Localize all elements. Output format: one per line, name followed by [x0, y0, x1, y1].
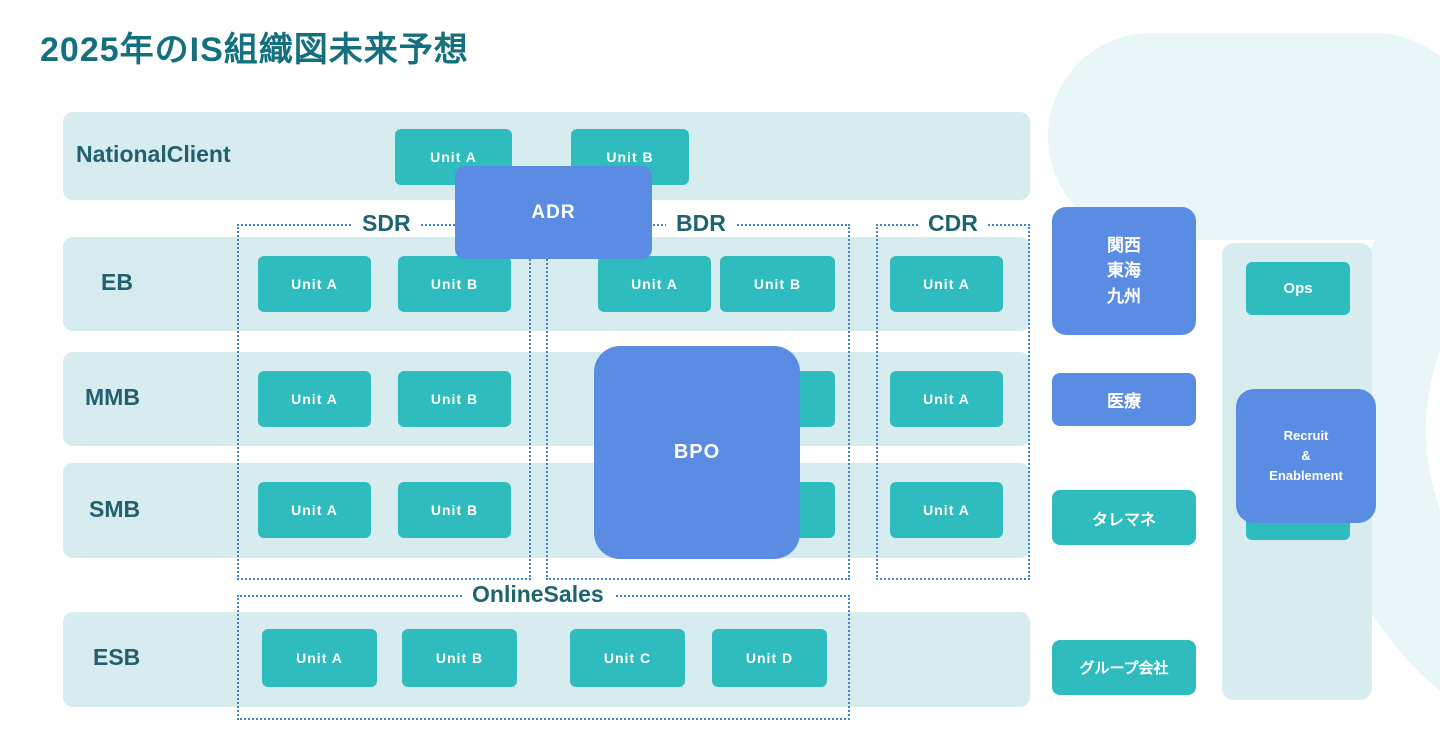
- unit-eb-cdr-a: Unit A: [890, 256, 1003, 312]
- group-label-onlinesales: OnlineSales: [462, 581, 614, 608]
- unit-esb-c: Unit C: [570, 629, 685, 687]
- unit-esb-a: Unit A: [262, 629, 377, 687]
- group-label-bdr: BDR: [666, 210, 736, 237]
- unit-mmb-sdr-a: Unit A: [258, 371, 371, 427]
- unit-smb-cdr-a: Unit A: [890, 482, 1003, 538]
- overlay-adr: ADR: [455, 166, 652, 259]
- region-line-1: 関西: [1107, 235, 1141, 255]
- row-label-smb: SMB: [89, 496, 141, 522]
- page-title: 2025年のIS組織図未来予想: [40, 31, 469, 69]
- recruit-line-3: Enablement: [1269, 468, 1343, 484]
- unit-smb-sdr-b: Unit B: [398, 482, 511, 538]
- unit-eb-bdr-b: Unit B: [720, 256, 835, 312]
- unit-mmb-sdr-b: Unit B: [398, 371, 511, 427]
- recruit-line-1: Recruit: [1283, 427, 1329, 443]
- decorative-blob: [1048, 33, 1440, 240]
- sidebox-region: 関西 東海 九州: [1052, 207, 1196, 335]
- sidebox-talent: タレマネ: [1052, 490, 1196, 545]
- group-label-cdr: CDR: [918, 210, 988, 237]
- unit-eb-bdr-a: Unit A: [598, 256, 711, 312]
- recruit-line-2: &: [1301, 447, 1311, 463]
- region-line-3: 九州: [1107, 286, 1141, 306]
- unit-eb-sdr-b: Unit B: [398, 256, 511, 312]
- unit-esb-d: Unit D: [712, 629, 827, 687]
- row-label-esb: ESB: [93, 644, 141, 670]
- row-band-esb: [63, 612, 1030, 707]
- group-label-sdr: SDR: [352, 210, 421, 237]
- row-label-mmb: MMB: [85, 384, 140, 410]
- row-label-nationalclient: NationalClient: [76, 141, 231, 167]
- unit-mmb-cdr-a: Unit A: [890, 371, 1003, 427]
- unit-smb-sdr-a: Unit A: [258, 482, 371, 538]
- sidebox-group-company: グループ会社: [1052, 640, 1196, 695]
- region-line-2: 東海: [1107, 261, 1141, 281]
- overlay-recruit-enablement: Recruit & Enablement: [1236, 389, 1376, 523]
- sidebox-medical: 医療: [1052, 373, 1196, 426]
- overlay-bpo: BPO: [594, 346, 800, 559]
- unit-eb-sdr-a: Unit A: [258, 256, 371, 312]
- unit-esb-b: Unit B: [402, 629, 517, 687]
- row-label-eb: EB: [101, 269, 133, 295]
- sidebox-ops: Ops: [1246, 262, 1350, 315]
